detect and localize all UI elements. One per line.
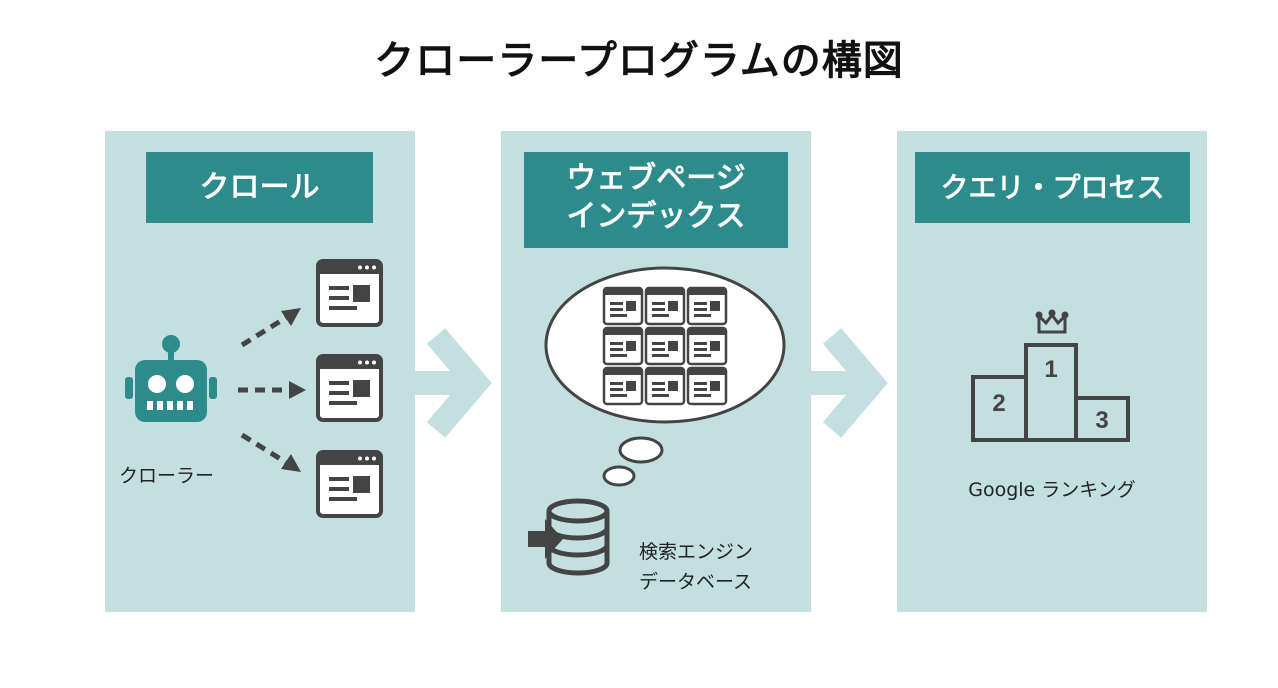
mini-webpage-icon bbox=[686, 286, 728, 326]
database-label-line-1: 検索エンジン bbox=[639, 541, 754, 563]
dashed-arrow-icon bbox=[238, 314, 291, 466]
ranking-label: Google ランキング bbox=[968, 479, 1136, 501]
chevron-arrow-icon bbox=[415, 328, 492, 438]
query-heading: クエリ・プロセス bbox=[915, 152, 1190, 223]
ranking-illustration: 1 2 3 bbox=[971, 309, 1130, 442]
page-title: クローラープログラムの構図 bbox=[374, 38, 904, 84]
mini-webpage-icon bbox=[644, 366, 686, 406]
webpage-grid bbox=[602, 286, 728, 406]
webpage-icon bbox=[316, 354, 383, 422]
mini-webpage-icon bbox=[686, 326, 728, 366]
mini-webpage-icon bbox=[644, 286, 686, 326]
database-label-line-2: データベース bbox=[639, 571, 753, 593]
podium-icon bbox=[971, 343, 1130, 442]
crawl-heading: クロール bbox=[146, 152, 373, 223]
index-heading-line-1: ウェブページ bbox=[566, 161, 746, 196]
mini-webpage-icon bbox=[602, 366, 644, 406]
podium-second: 2 bbox=[992, 390, 1005, 417]
index-heading: ウェブページ インデックス bbox=[524, 152, 788, 248]
podium-third: 3 bbox=[1095, 407, 1108, 434]
crown-icon bbox=[1035, 309, 1069, 334]
webpage-icon bbox=[316, 450, 383, 518]
robot-icon bbox=[125, 335, 217, 422]
index-heading-line-2: インデックス bbox=[566, 199, 746, 234]
podium-first: 1 bbox=[1044, 356, 1057, 383]
webpage-icon bbox=[316, 259, 383, 327]
mini-webpage-icon bbox=[644, 326, 686, 366]
mini-webpage-icon bbox=[602, 286, 644, 326]
query-panel: クエリ・プロセス 1 2 3 Google ランキング bbox=[897, 131, 1207, 612]
index-panel: ウェブページ インデックス 検索エンジン データベース bbox=[501, 131, 811, 612]
mini-webpage-icon bbox=[602, 326, 644, 366]
index-illustration bbox=[528, 266, 786, 576]
crawl-panel: クロール bbox=[105, 131, 415, 612]
crawler-label: クローラー bbox=[119, 465, 215, 487]
input-arrow-icon bbox=[528, 519, 563, 559]
mini-webpage-icon bbox=[686, 366, 728, 406]
crawl-illustration bbox=[125, 259, 383, 518]
chevron-arrow-icon bbox=[811, 328, 888, 438]
arrowheads bbox=[281, 308, 306, 472]
database-label: 検索エンジン データベース bbox=[639, 537, 753, 597]
